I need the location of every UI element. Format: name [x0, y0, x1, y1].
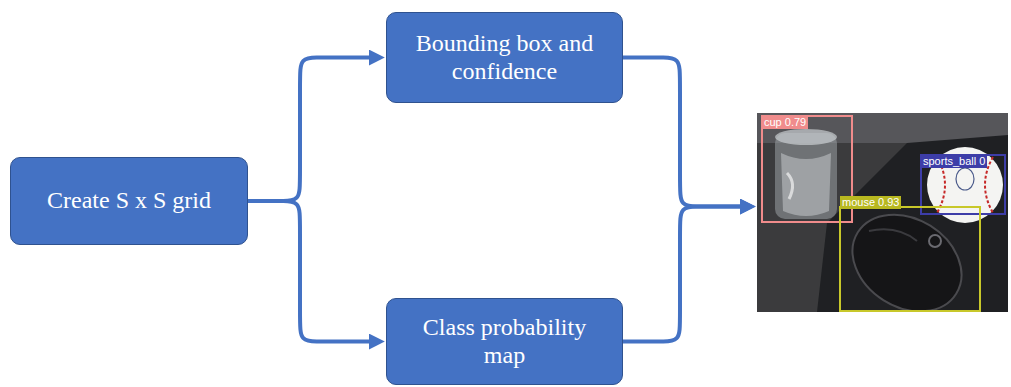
process-box: Create S x S grid — [10, 157, 248, 245]
box-label: Class probability map — [411, 314, 598, 369]
detection-label: mouse 0.93 — [840, 196, 901, 209]
detection-label: cup 0.79 — [762, 116, 808, 129]
process-box: Class probability map — [386, 298, 623, 385]
flow-arrow — [248, 58, 372, 202]
flow-arrow — [623, 58, 743, 207]
flow-arrow — [248, 201, 372, 342]
box-label: Create S x S grid — [47, 187, 211, 215]
detection-label: sports_ball 0 — [921, 155, 987, 168]
process-box: Bounding box and confidence — [386, 12, 623, 103]
flow-arrow — [623, 207, 743, 342]
detection-photo — [757, 113, 1008, 312]
box-label: Bounding box and confidence — [411, 30, 598, 85]
detection-image: cup 0.79 sports_ball 0 mouse 0.93 — [757, 113, 1008, 312]
